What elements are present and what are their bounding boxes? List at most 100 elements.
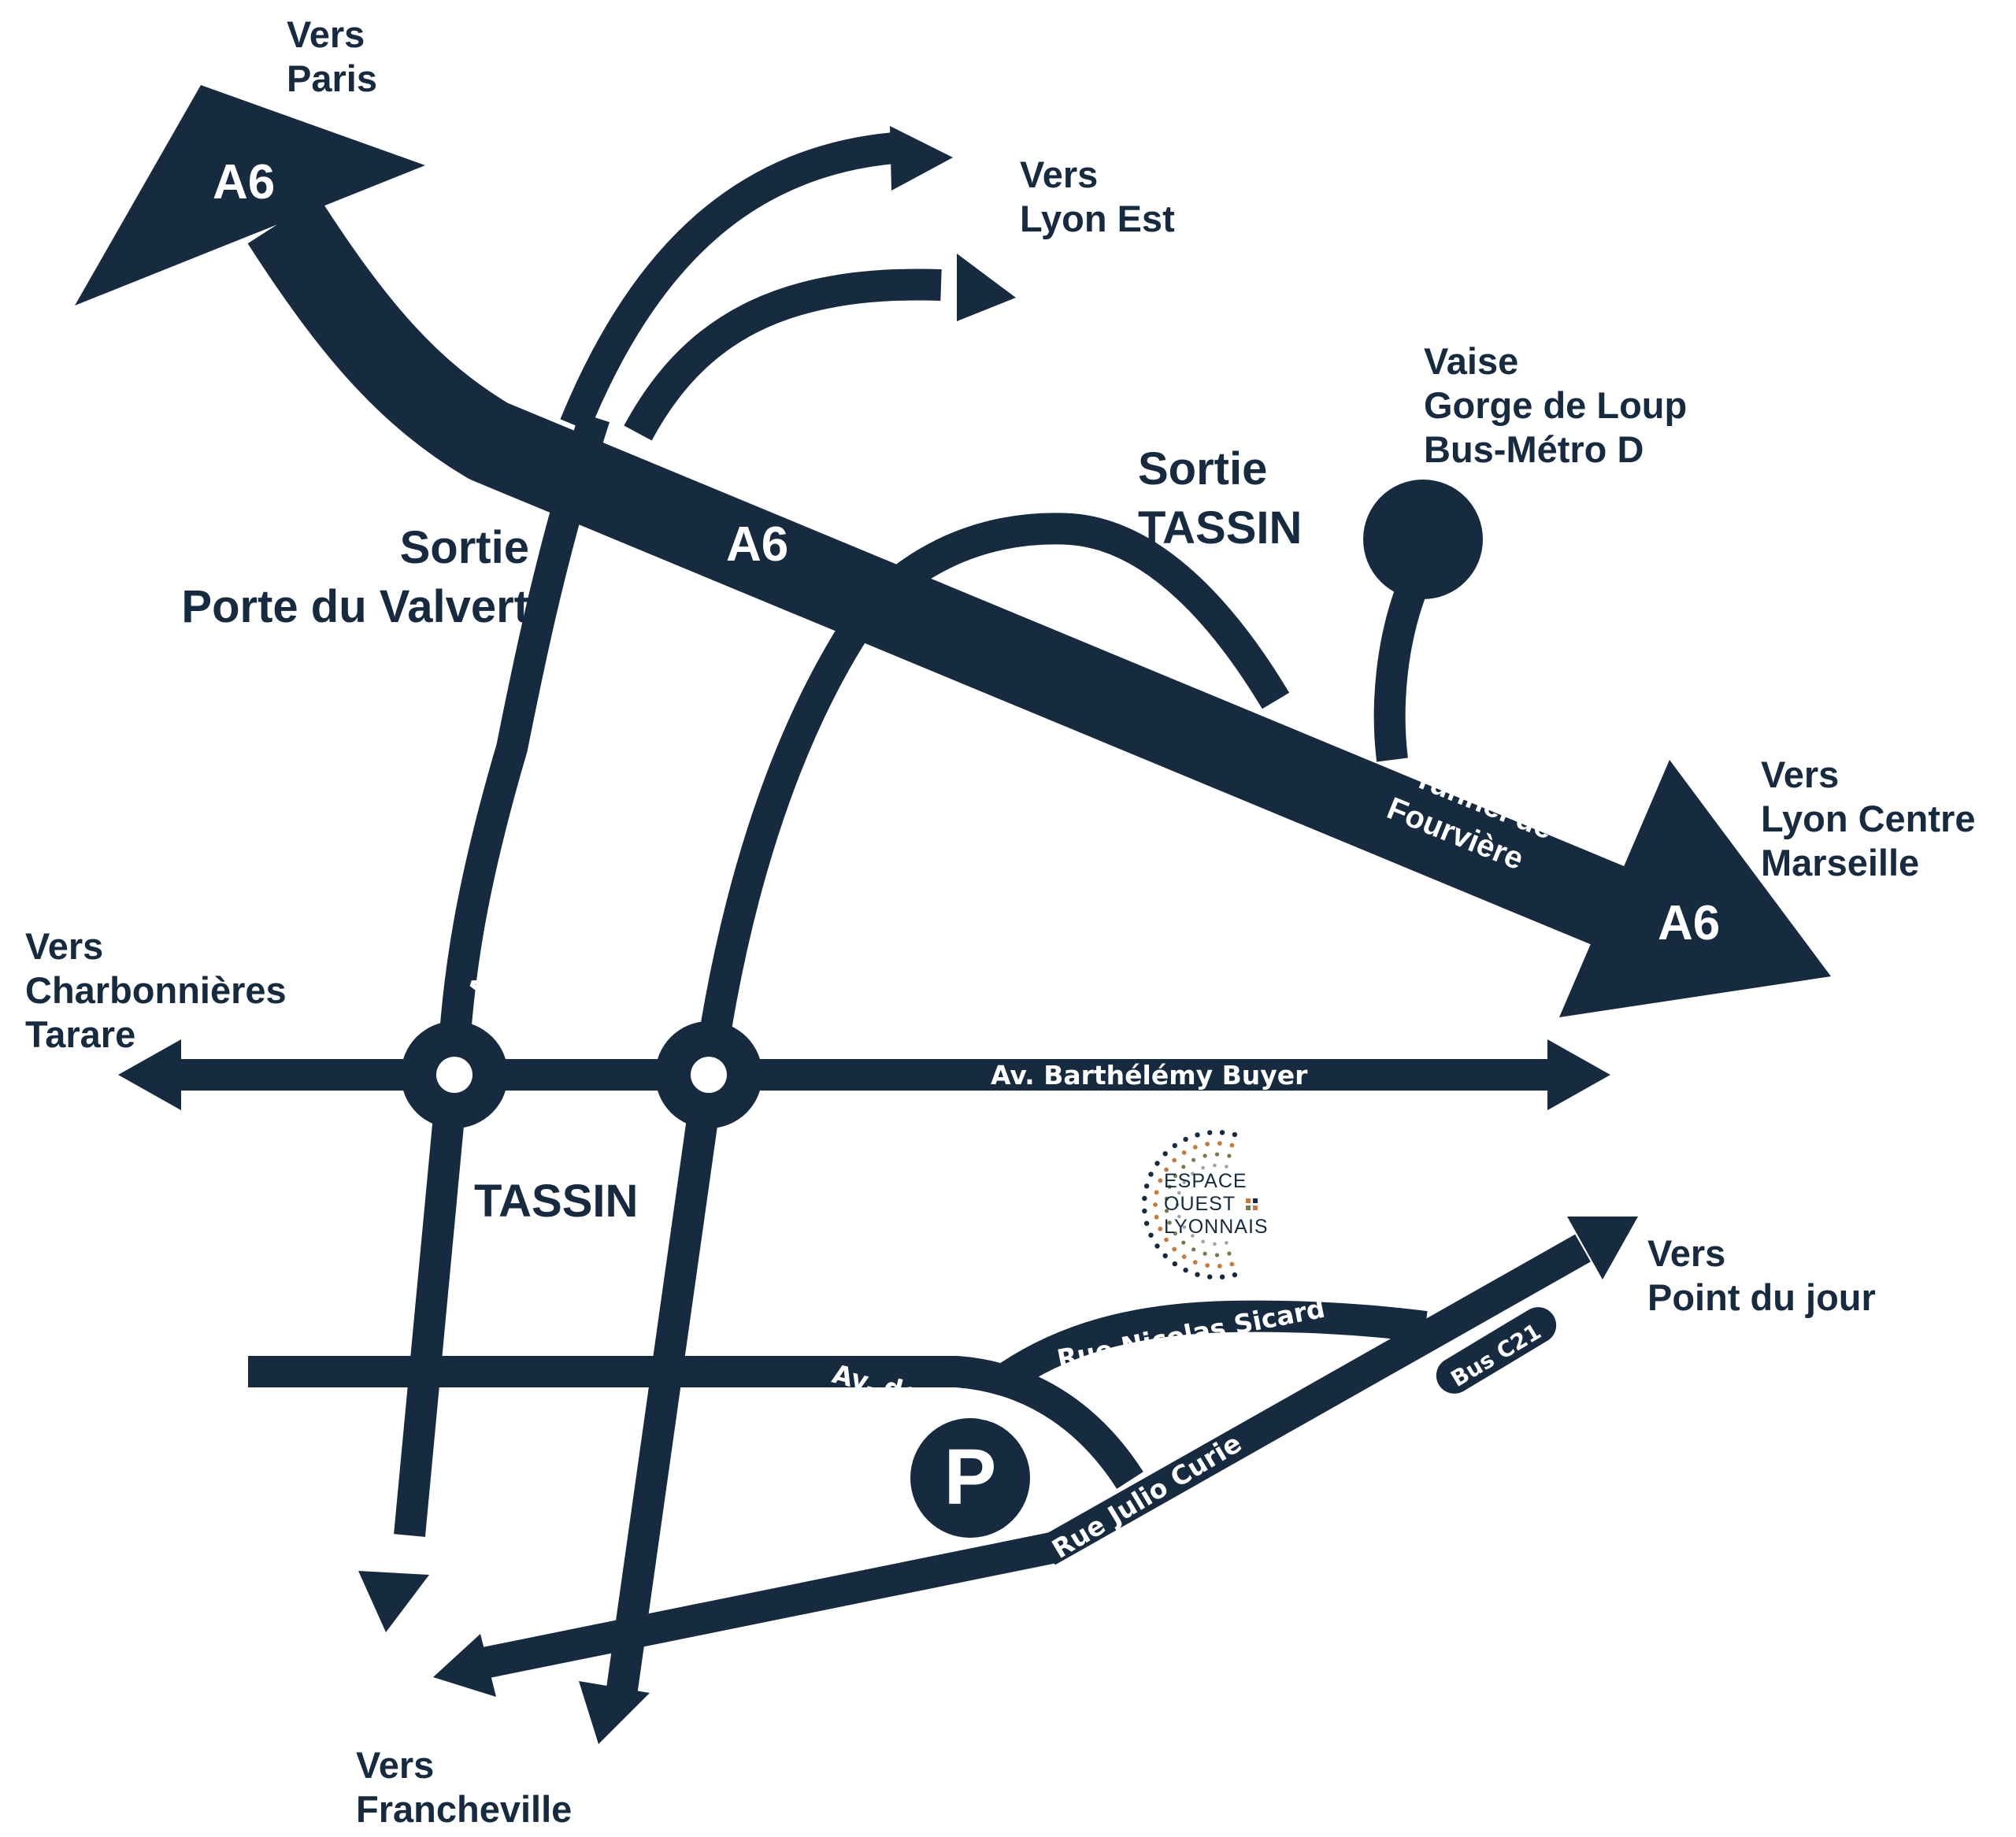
logo-dot bbox=[1172, 1246, 1177, 1252]
dest-charbonnieres-line1: Vers bbox=[25, 925, 103, 967]
logo-line-2: OUEST bbox=[1164, 1193, 1236, 1215]
logo-dot-arcs bbox=[1142, 1130, 1238, 1280]
arrow-francheville bbox=[433, 1634, 496, 1697]
arrow-point-du-jour bbox=[1567, 1217, 1638, 1280]
logo-dot bbox=[1162, 1253, 1168, 1259]
dest-lyon-est-line2: Lyon Est bbox=[1020, 198, 1175, 239]
logo-dot bbox=[1201, 1165, 1205, 1170]
arrow-victor-hugo-south bbox=[358, 1571, 429, 1632]
logo-dot bbox=[1207, 1130, 1213, 1135]
logo-dot bbox=[1232, 1272, 1238, 1278]
logo-dot bbox=[1219, 1130, 1225, 1135]
logo-dot bbox=[1167, 1220, 1172, 1225]
roundabout-tassin-center bbox=[691, 1057, 727, 1093]
dest-charbonnieres-line3: Tarare bbox=[25, 1013, 135, 1055]
logo-dot bbox=[1177, 1191, 1181, 1195]
dest-paris-line2: Paris bbox=[287, 57, 377, 99]
road-to-lyon-est-upper bbox=[560, 132, 895, 431]
logo-dot bbox=[1203, 1251, 1207, 1256]
logo-dot bbox=[1143, 1183, 1150, 1189]
logo-dot bbox=[1217, 1264, 1222, 1268]
logo-dot bbox=[1225, 1241, 1228, 1245]
street-julio-curie: Rue Julio Curie bbox=[1047, 1428, 1247, 1565]
bus-c21-pill bbox=[1436, 1307, 1557, 1394]
logo-dot bbox=[1181, 1165, 1186, 1169]
logo-line-1: ESPACE bbox=[1164, 1170, 1247, 1192]
a6-arrow-north bbox=[75, 85, 425, 306]
exit-valvert-line1: Sortie bbox=[400, 522, 529, 573]
logo-dot bbox=[1205, 1263, 1210, 1268]
logo-dot bbox=[1217, 1141, 1222, 1146]
logo-dot bbox=[1154, 1243, 1160, 1249]
logo-dot bbox=[1143, 1220, 1150, 1226]
logo-dot bbox=[1214, 1253, 1220, 1257]
dest-lyon-centre-line1: Vers bbox=[1761, 754, 1839, 795]
dest-point-du-jour-line1: Vers bbox=[1647, 1232, 1725, 1274]
road-to-francheville bbox=[469, 1531, 1058, 1681]
arrow-east-barthelemy bbox=[1547, 1039, 1610, 1110]
logo-dot bbox=[1173, 1231, 1177, 1236]
parking-letter: P bbox=[944, 1433, 997, 1521]
logo-line-3: LYONNAIS bbox=[1164, 1216, 1269, 1238]
logo-dot bbox=[1191, 1234, 1195, 1238]
dest-vaise-line3: Bus-Métro D bbox=[1424, 428, 1644, 470]
logo-dot bbox=[1154, 1214, 1159, 1220]
logo-dot bbox=[1148, 1172, 1154, 1177]
logo-dot bbox=[1229, 1261, 1235, 1267]
dest-lyon-est-line1: Vers bbox=[1020, 154, 1098, 195]
arrow-lyon-est-upper bbox=[890, 126, 953, 191]
nicolas-sicard-road bbox=[995, 1300, 1428, 1393]
logo-dot bbox=[1213, 1242, 1217, 1246]
logo-dot bbox=[1164, 1209, 1169, 1213]
dest-point-du-jour-line2: Point du jour bbox=[1647, 1276, 1876, 1318]
logo-dot bbox=[1232, 1131, 1238, 1138]
logo-dot bbox=[1182, 1180, 1187, 1184]
roundabout-victor-hugo-center bbox=[436, 1057, 472, 1093]
vaise-spur bbox=[1373, 568, 1432, 762]
a6-arrow-south bbox=[1559, 760, 1831, 1017]
dest-francheville-line1: Vers bbox=[356, 1744, 434, 1786]
julio-curie-road bbox=[1040, 1234, 1591, 1565]
lyon-est-branches bbox=[560, 126, 1016, 441]
road-tassin-exit bbox=[579, 513, 1290, 1744]
logo-dot bbox=[1167, 1184, 1172, 1189]
arrow-tassin-road-south bbox=[579, 1681, 650, 1744]
exit-tassin-line2: TASSIN bbox=[1138, 502, 1302, 554]
a6-shield-bottom: A6 bbox=[1658, 896, 1720, 950]
logo-dot bbox=[1148, 1232, 1154, 1238]
lower-road-network bbox=[248, 1217, 1638, 1697]
a6-label-mid: A6 bbox=[726, 517, 788, 572]
logo-dot bbox=[1181, 1150, 1187, 1155]
logo-dot bbox=[1183, 1136, 1188, 1143]
logo-dot bbox=[1227, 1251, 1232, 1256]
logo-dot bbox=[1162, 1151, 1168, 1157]
logo-dot bbox=[1154, 1161, 1160, 1166]
logo-dot bbox=[1191, 1247, 1196, 1252]
tassin-exit-loop bbox=[606, 513, 1290, 1691]
victor-hugo-road bbox=[394, 412, 610, 1537]
logo-dot bbox=[1164, 1196, 1169, 1201]
logo-dot bbox=[1175, 1202, 1180, 1207]
road-victor-hugo bbox=[358, 412, 610, 1632]
logo-dot bbox=[1173, 1173, 1177, 1179]
logo-dot bbox=[1195, 1132, 1200, 1138]
dest-charbonnieres-line2: Charbonnières bbox=[25, 969, 287, 1011]
logo-dot bbox=[1192, 1145, 1198, 1150]
logo-dot bbox=[1219, 1274, 1225, 1280]
logo-dot bbox=[1229, 1143, 1235, 1148]
logo-dot bbox=[1181, 1254, 1187, 1259]
logo-dot bbox=[1164, 1237, 1169, 1243]
logo-dot bbox=[1191, 1172, 1195, 1176]
arrow-west-charbonnieres bbox=[118, 1039, 181, 1110]
dest-lyon-centre-line3: Marseille bbox=[1761, 842, 1919, 883]
logo-dot bbox=[1181, 1240, 1186, 1245]
logo-dot bbox=[1205, 1142, 1210, 1146]
logo-dot bbox=[1213, 1163, 1217, 1168]
logo-dot bbox=[1182, 1225, 1187, 1229]
logo-square-1 bbox=[1246, 1198, 1251, 1203]
dest-francheville-line2: Francheville bbox=[356, 1788, 572, 1830]
logo-dot bbox=[1154, 1190, 1159, 1195]
logo-square-4 bbox=[1253, 1206, 1258, 1210]
parking-circle bbox=[910, 1418, 1030, 1538]
